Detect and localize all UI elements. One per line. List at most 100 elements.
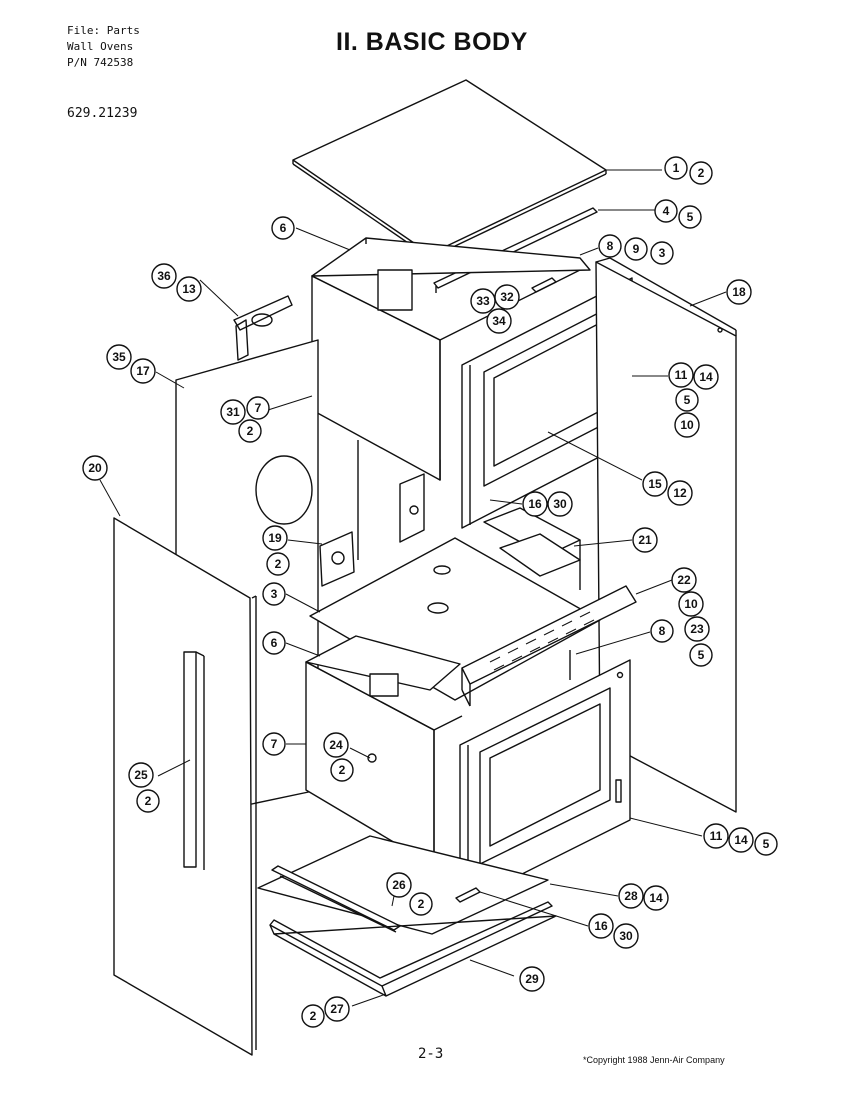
svg-text:11: 11 <box>710 829 723 843</box>
svg-text:2: 2 <box>339 763 346 777</box>
callout-13: 13 <box>176 276 202 302</box>
callout-34: 34 <box>486 308 512 334</box>
lower-oven-cavity <box>305 635 463 867</box>
callout-18: 18 <box>726 279 752 305</box>
leader-lines <box>99 169 727 1007</box>
page-title: II. BASIC BODY <box>336 28 528 56</box>
svg-text:2: 2 <box>418 897 425 911</box>
upper-oven-cavity <box>311 237 591 481</box>
svg-text:18: 18 <box>732 285 746 299</box>
callout-5: 5 <box>675 388 699 412</box>
callout-3: 3 <box>262 582 286 606</box>
callout-11: 11 <box>703 823 729 849</box>
callout-15: 15 <box>642 471 668 497</box>
svg-text:20: 20 <box>88 461 102 475</box>
svg-text:30: 30 <box>619 929 633 943</box>
callout-33: 33 <box>470 288 496 314</box>
callout-5: 5 <box>754 832 778 856</box>
callout-7: 7 <box>246 396 270 420</box>
svg-text:34: 34 <box>492 314 506 328</box>
callout-5: 5 <box>689 643 713 667</box>
product-label: Wall Ovens <box>67 40 134 53</box>
callout-2: 2 <box>266 552 290 576</box>
support-bracket <box>483 507 581 590</box>
igniter-bracket <box>531 277 557 293</box>
callout-28: 28 <box>618 883 644 909</box>
svg-text:29: 29 <box>525 972 539 986</box>
callout-14: 14 <box>693 364 719 390</box>
callout-16: 16 <box>588 913 614 939</box>
callout-6: 6 <box>271 216 295 240</box>
callout-16: 16 <box>522 491 548 517</box>
svg-text:32: 32 <box>500 290 514 304</box>
svg-text:33: 33 <box>476 294 490 308</box>
svg-text:3: 3 <box>659 246 666 260</box>
callout-2: 2 <box>689 161 713 185</box>
callout-23: 23 <box>684 616 710 642</box>
svg-text:10: 10 <box>680 418 694 432</box>
svg-text:15: 15 <box>648 477 662 491</box>
callout-19: 19 <box>262 525 288 551</box>
callout-8: 8 <box>598 234 622 258</box>
svg-text:8: 8 <box>607 239 614 253</box>
svg-text:30: 30 <box>553 497 567 511</box>
svg-text:7: 7 <box>255 401 262 415</box>
svg-text:26: 26 <box>392 878 406 892</box>
callout-3: 3 <box>650 241 674 265</box>
svg-text:16: 16 <box>594 919 608 933</box>
svg-text:2: 2 <box>145 794 152 808</box>
svg-text:2: 2 <box>310 1009 317 1023</box>
svg-text:5: 5 <box>687 210 694 224</box>
callout-17: 17 <box>130 358 156 384</box>
svg-text:16: 16 <box>528 497 542 511</box>
svg-text:13: 13 <box>182 282 196 296</box>
svg-text:25: 25 <box>134 768 148 782</box>
vent-grille <box>461 585 637 707</box>
callout-20: 20 <box>82 455 108 481</box>
file-label: File: Parts <box>67 24 140 37</box>
top-panel <box>292 79 607 259</box>
mounting-bracket <box>319 531 355 587</box>
callout-2: 2 <box>301 1004 325 1028</box>
callout-30: 30 <box>547 491 573 517</box>
drawing-lines <box>113 79 737 1056</box>
callout-12: 12 <box>667 480 693 506</box>
callout-32: 32 <box>494 284 520 310</box>
svg-text:14: 14 <box>649 891 663 905</box>
lower-front-frame <box>459 650 631 906</box>
svg-text:17: 17 <box>136 364 150 378</box>
callout-9: 9 <box>624 237 648 261</box>
callout-25: 25 <box>128 762 154 788</box>
callout-30: 30 <box>613 923 639 949</box>
svg-text:2: 2 <box>247 424 254 438</box>
svg-text:2: 2 <box>275 557 282 571</box>
svg-text:27: 27 <box>330 1002 344 1016</box>
model-number: 629.21239 <box>67 106 138 121</box>
callout-27: 27 <box>324 996 350 1022</box>
svg-text:6: 6 <box>280 221 287 235</box>
svg-text:36: 36 <box>157 269 171 283</box>
callout-31: 31 <box>220 399 246 425</box>
callout-11: 11 <box>668 362 694 388</box>
svg-text:31: 31 <box>226 405 240 419</box>
svg-text:14: 14 <box>734 833 748 847</box>
part-number-label: P/N 742538 <box>67 56 134 69</box>
callout-8: 8 <box>650 619 674 643</box>
svg-text:6: 6 <box>271 636 278 650</box>
svg-text:3: 3 <box>271 587 278 601</box>
svg-text:19: 19 <box>268 531 282 545</box>
copyright-notice: *Copyright 1988 Jenn-Air Company <box>583 1055 725 1065</box>
callout-2: 2 <box>409 892 433 916</box>
callout-35: 35 <box>106 344 132 370</box>
document-header: File: Parts Wall Ovens P/N 742538 <box>67 23 140 71</box>
svg-text:23: 23 <box>690 622 704 636</box>
svg-text:35: 35 <box>112 350 126 364</box>
callout-10: 10 <box>678 591 704 617</box>
svg-text:1: 1 <box>673 161 680 175</box>
svg-text:5: 5 <box>763 837 770 851</box>
svg-text:14: 14 <box>699 370 713 384</box>
page-number: 2-3 <box>418 1046 444 1062</box>
callout-5: 5 <box>678 205 702 229</box>
